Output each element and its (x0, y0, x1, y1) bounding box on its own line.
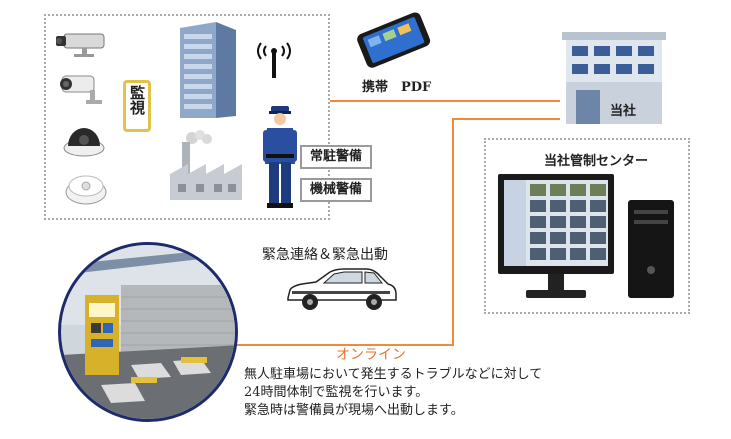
office-building-icon (180, 22, 236, 118)
antenna-icon (257, 42, 291, 78)
monitor-label: 監視 (128, 85, 146, 115)
mobile-label: 携帯 PDF (362, 80, 432, 95)
dispatch-label: 緊急連絡＆緊急出動 (262, 247, 388, 263)
company-building-icon (562, 32, 666, 124)
connector-line-vertical (452, 118, 454, 346)
parking-lot-photo (58, 242, 238, 422)
description-line: 緊急時は警備員が現場へ出動します。 (244, 403, 464, 418)
connector-line-bottom (225, 344, 454, 346)
box-camera-icon (56, 33, 105, 57)
description-text: 無人駐車場において発生するトラブルなどに対して 24時間体制で監視を行います。 … (244, 366, 542, 420)
description-line: 24時間体制で監視を行います。 (244, 385, 429, 400)
dome-camera-icon (63, 128, 105, 157)
company-label: 当社 (610, 104, 637, 119)
bullet-camera-icon (60, 75, 102, 104)
online-label: オンライン (336, 347, 406, 363)
monitor-label-frame: 監視 (123, 80, 151, 132)
connector-line-top (330, 100, 560, 102)
taxi-car-icon (287, 268, 397, 310)
connector-line-mid (452, 118, 560, 120)
resident-guard-tag: 常駐警備 (300, 145, 372, 169)
control-center-title: 当社管制センター (544, 154, 649, 169)
description-line: 無人駐車場において発生するトラブルなどに対して (244, 367, 543, 382)
smartphone-icon (357, 12, 431, 68)
desktop-computer-icon (498, 174, 674, 298)
security-guard-icon (263, 106, 297, 208)
factory-icon (170, 130, 242, 200)
smoke-detector-icon (65, 175, 107, 205)
mechanical-guard-tag: 機械警備 (300, 178, 372, 202)
